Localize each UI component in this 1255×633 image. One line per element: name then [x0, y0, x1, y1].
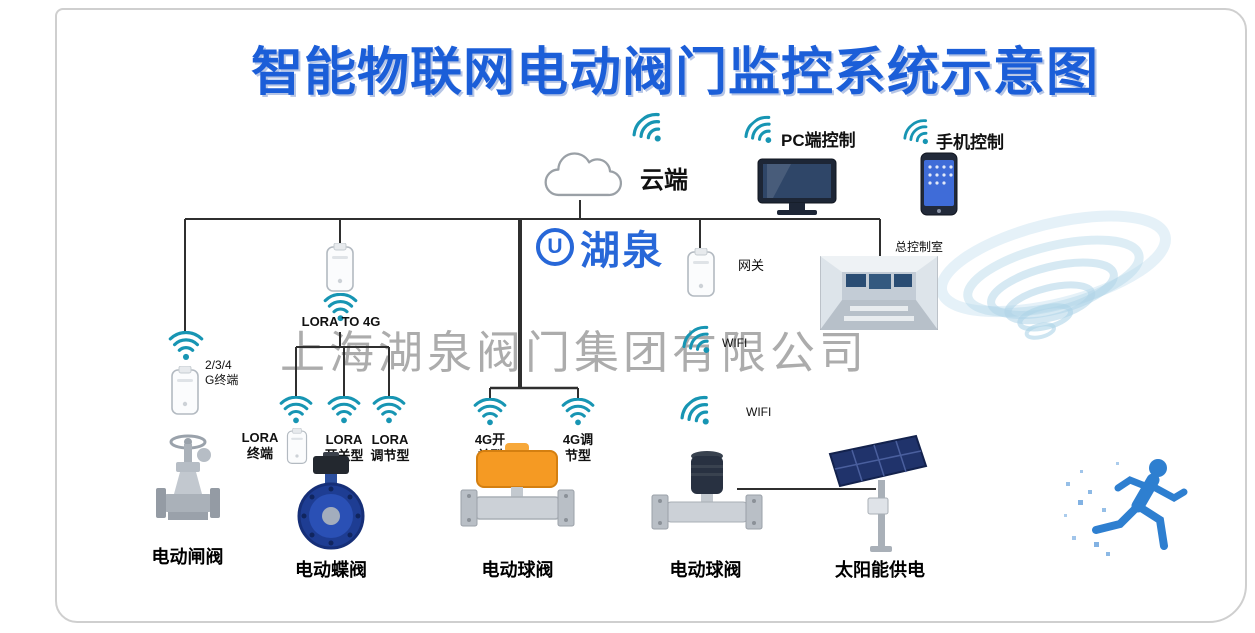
watermark-company-text: 上海湖泉阀门集团有限公司	[280, 327, 869, 378]
ball-valve-dark-label: 电动球阀	[669, 560, 742, 580]
g4-switch-wifi-icon	[472, 398, 508, 427]
pc-control-label: PC端控制	[781, 131, 856, 150]
cloud-label: 云端	[640, 167, 688, 194]
terminal-234g-wifi-icon	[167, 331, 205, 362]
terminal-234g-device	[170, 366, 200, 416]
phone-control-label: 手机控制	[936, 133, 1004, 152]
butterfly-valve-image	[297, 452, 365, 550]
g4-regulator-label: 4G调 节型	[562, 432, 594, 464]
lora-switch-wifi-icon	[326, 396, 362, 425]
control-room-label: 总控制室	[895, 240, 944, 254]
lora-regulator-wifi-icon	[371, 396, 407, 425]
g4-regulator-wifi-icon	[560, 398, 596, 427]
logo-u-icon: U	[536, 228, 574, 266]
lora-terminal-wifi-icon	[278, 396, 314, 425]
ball-valve-orange-label: 电动球阀	[481, 560, 554, 580]
ball-valve-orange-image	[460, 443, 575, 527]
gate-valve-label: 电动闸阀	[151, 547, 224, 567]
butterfly-valve-label: 电动蝶阀	[295, 560, 367, 580]
solar-power-label: 太阳能供电	[835, 560, 925, 580]
watermark-logo: U 湖泉	[536, 218, 664, 276]
phone-icon	[920, 152, 958, 216]
lora-regulator-label: LORA 调节型	[370, 432, 410, 464]
solar-panel-image	[828, 434, 928, 552]
gateway-label: 网关	[738, 258, 765, 273]
logo-text: 湖泉	[580, 229, 664, 273]
monitor-icon	[757, 158, 837, 215]
diagram-border	[55, 8, 1247, 623]
terminal-234g-label: 2/3/4 G终端	[205, 358, 239, 387]
cloud-icon	[544, 152, 623, 197]
lora-to-4g-label: LORA TO 4G	[301, 314, 381, 329]
wifi-upper-label: WIFI	[722, 336, 748, 350]
ball-valve-dark-image	[651, 451, 763, 530]
gateway-device	[686, 248, 716, 298]
page-title: 智能物联网电动阀门监控系统示意图	[250, 44, 1099, 102]
lora-to-4g-device	[325, 243, 355, 293]
lora-terminal-label: LORA 终端	[241, 430, 279, 462]
gate-valve-image	[156, 434, 220, 520]
control-room-image	[820, 256, 938, 330]
wifi-lower-label: WIFI	[746, 405, 772, 419]
